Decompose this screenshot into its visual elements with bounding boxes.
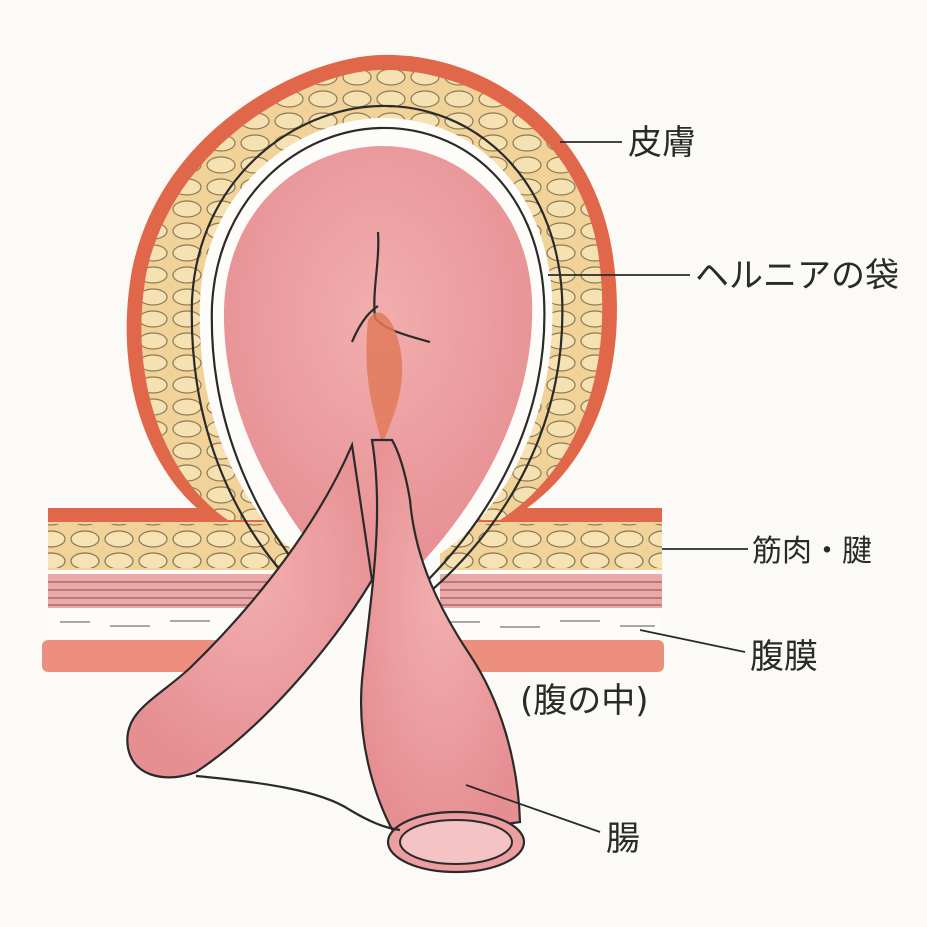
leader-peritoneum: [639, 629, 746, 653]
intestine-cut-inner: [399, 819, 513, 865]
hernia-sac-inner-outline: [210, 126, 546, 591]
label-hernia-sac: ヘルニアの袋: [695, 256, 899, 296]
hernia-sac-outer-outline: [190, 104, 564, 591]
labels: 皮膚 ヘルニアの袋 筋肉・腱 腹膜 (腹の中) 腸: [520, 123, 899, 859]
leader-intestine: [465, 784, 601, 833]
label-peritoneum: 腹膜: [750, 637, 818, 677]
intestine-right-limb: [360, 438, 522, 842]
intestine-crease-left: [350, 305, 379, 343]
label-intestine: 腸: [606, 819, 640, 859]
intestine-group: [126, 145, 533, 874]
label-skin: 皮膚: [628, 123, 696, 163]
mesentery-line: [195, 774, 401, 832]
mesentery-fold: [366, 312, 403, 445]
label-muscle-tendon: 筋肉・腱: [752, 534, 872, 569]
intestine-left-limb: [126, 440, 374, 779]
leader-lines: [465, 141, 748, 833]
label-abdomen-inside: (腹の中): [520, 681, 649, 721]
